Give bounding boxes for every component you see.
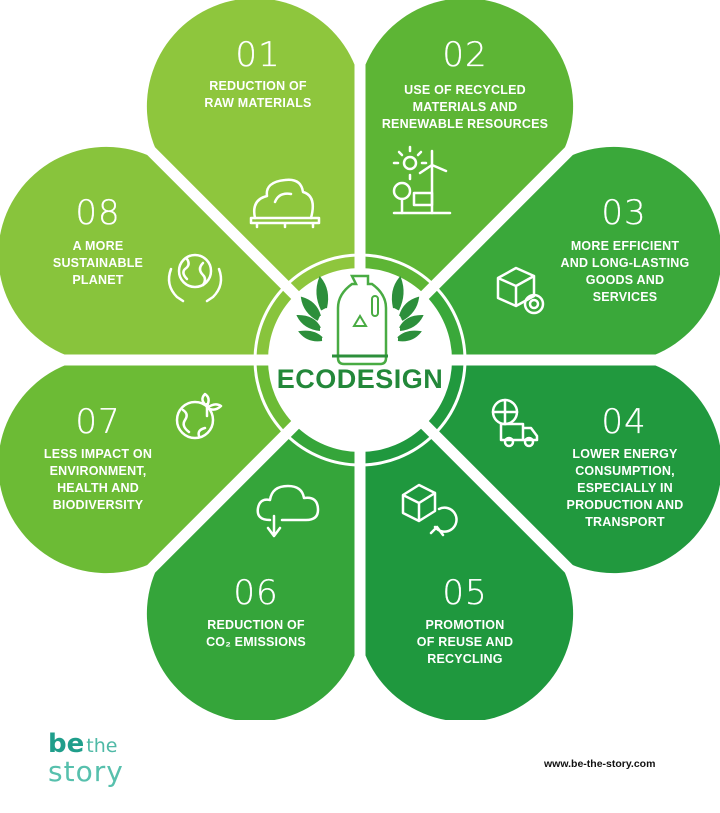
- petal-07-number: 07: [75, 402, 121, 442]
- petal-02-label: USE OF RECYCLED MATERIALS AND RENEWABLE …: [381, 83, 549, 131]
- co2-cloud-down-arrow-icon: [256, 484, 320, 538]
- recycled-bottle-with-leaves-icon: [296, 274, 424, 366]
- petal-06-number: 06: [233, 573, 279, 613]
- petal-05-label: PROMOTION OF REUSE AND RECYCLING: [416, 618, 514, 666]
- petal-03-number: 03: [601, 193, 647, 233]
- petal-03-label: MORE EFFICIENT AND LONG-LASTING GOODS AN…: [560, 239, 690, 304]
- website-url[interactable]: www.be-the-story.com: [544, 758, 656, 770]
- renewable-energy-sun-wind-solar-icon: [392, 145, 452, 215]
- petal-08-label: A MORE SUSTAINABLE PLANET: [52, 239, 144, 287]
- box-gear-icon: [496, 266, 545, 315]
- petal-08-number: 08: [75, 193, 121, 233]
- petal-04-number: 04: [601, 402, 647, 442]
- hands-holding-globe-icon: [167, 253, 223, 303]
- box-recycle-icon: [401, 483, 458, 537]
- petal-04-label: LOWER ENERGY CONSUMPTION, ESPECIALLY IN …: [566, 447, 684, 529]
- globe-plant-icon: [175, 392, 223, 440]
- raw-materials-rocks-pallet-icon: [249, 178, 321, 229]
- logo-the: the: [86, 735, 118, 757]
- petal-06-label: REDUCTION OF CO₂ EMISSIONS: [206, 618, 306, 649]
- petal-01-number: 01: [235, 35, 281, 75]
- ecodesign-title: ECODESIGN: [276, 364, 444, 394]
- petal-07-label: LESS IMPACT ON ENVIRONMENT, HEALTH AND B…: [43, 447, 153, 512]
- ecodesign-flower-diagram: [0, 0, 720, 720]
- petal-05-number: 05: [442, 573, 488, 613]
- globe-delivery-truck-icon: [491, 398, 539, 448]
- petal-01-label: REDUCTION OF RAW MATERIALS: [204, 79, 312, 110]
- logo-story: story: [48, 755, 124, 788]
- petal-02-number: 02: [442, 35, 488, 75]
- logo-be: be: [48, 729, 85, 759]
